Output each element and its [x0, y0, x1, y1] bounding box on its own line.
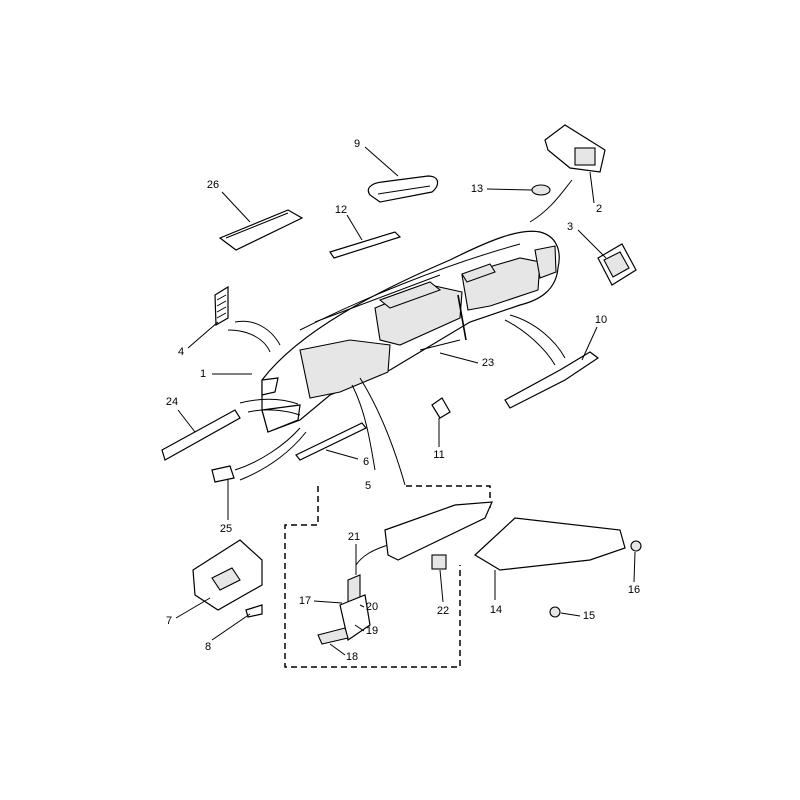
callout-2: 2 [596, 203, 602, 215]
part-15-fastener [549, 606, 561, 618]
callout-24: 24 [166, 396, 178, 408]
callout-25: 25 [220, 523, 232, 535]
callout-11: 11 [433, 449, 444, 461]
callout-9: 9 [354, 138, 360, 150]
part-9-trim-ring [367, 175, 439, 203]
callout-8: 8 [205, 641, 211, 653]
part-22-damper [431, 554, 447, 570]
callout-17: 17 [299, 595, 311, 607]
callout-1: 1 [200, 368, 206, 380]
callout-13: 13 [471, 183, 483, 195]
callout-19: 19 [366, 625, 378, 637]
callout-12: 12 [335, 204, 347, 216]
callout-7: 7 [166, 615, 172, 627]
part-24-bracket [161, 409, 241, 461]
part-11-clip [431, 397, 451, 419]
callout-21: 21 [348, 531, 360, 543]
callout-23: 23 [482, 357, 494, 369]
part-10-bracket [504, 351, 600, 409]
callout-15: 15 [583, 610, 595, 622]
callout-26: 26 [207, 179, 219, 191]
callout-14: 14 [490, 604, 502, 616]
callout-labels: 1 2 3 4 5 6 7 8 9 10 11 12 13 14 15 16 1… [166, 138, 640, 663]
dashboard-fascia [261, 230, 560, 433]
callout-16: 16 [628, 584, 640, 596]
part-14-panel [474, 517, 626, 571]
part-5-glovebox [384, 501, 493, 561]
callout-10: 10 [595, 314, 607, 326]
callout-6: 6 [363, 456, 369, 468]
callout-4: 4 [178, 346, 184, 358]
callout-20: 20 [366, 601, 378, 613]
part-6-strip [295, 422, 367, 461]
callout-5: 5 [365, 480, 371, 492]
part-25-switch [211, 465, 235, 483]
part-18-pin [317, 627, 349, 645]
callout-22: 22 [437, 605, 449, 617]
part-13-grommet [531, 184, 551, 196]
part-12-strip [329, 231, 402, 259]
glovebox-detail-frame [284, 486, 461, 668]
callout-3: 3 [567, 221, 573, 233]
part-16-fastener [630, 540, 642, 552]
callout-18: 18 [346, 651, 358, 663]
part-4-vent-grille [214, 285, 229, 327]
part-26-panel [218, 209, 304, 251]
